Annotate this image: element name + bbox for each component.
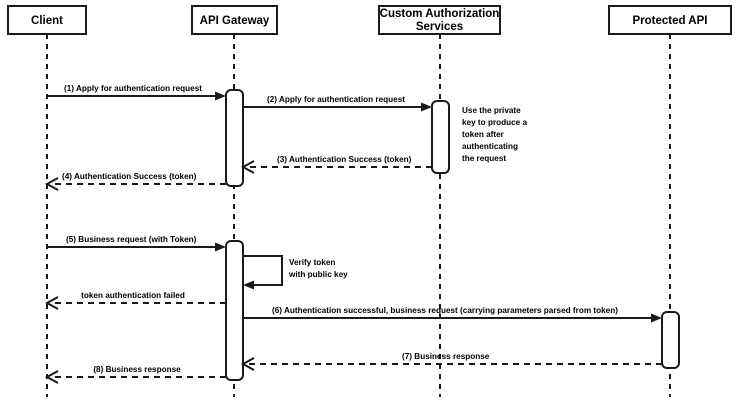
note-line-3: token after xyxy=(462,130,505,139)
participant-box-client[interactable] xyxy=(7,5,87,35)
message-4[interactable]: (4) Authentication Success (token) xyxy=(44,172,226,191)
message-token-auth-failed-arrowhead xyxy=(44,296,59,310)
participant-client[interactable]: Client xyxy=(7,5,87,35)
message-1[interactable]: (1) Apply for authentication request xyxy=(47,84,226,101)
message-3-label: (3) Authentication Success (token) xyxy=(277,155,412,164)
message-5-label: (5) Business request (with Token) xyxy=(66,235,197,244)
activation-gateway-auth xyxy=(225,89,244,187)
message-3[interactable]: (3) Authentication Success (token) xyxy=(240,155,432,174)
message-8-arrowhead xyxy=(44,370,59,384)
message-6-arrowhead xyxy=(651,313,662,323)
message-7-label: (7) Business response xyxy=(402,352,490,361)
message-3-arrowhead xyxy=(240,160,255,174)
message-5-arrowhead xyxy=(215,242,226,252)
participant-label-client: Client xyxy=(31,15,63,27)
participant-api[interactable]: Protected API xyxy=(608,5,732,35)
participant-box-api[interactable] xyxy=(608,5,732,35)
message-5[interactable]: (5) Business request (with Token) xyxy=(47,235,226,252)
message-8-label: (8) Business response xyxy=(93,365,181,374)
activation-authsvc xyxy=(431,100,450,174)
message-self-verify-token[interactable]: Verify token with public key xyxy=(243,255,348,290)
message-self-verify-arrowhead xyxy=(243,280,254,290)
note-line-1: Use the private xyxy=(462,106,521,115)
participant-label-authsvc-line2: Services xyxy=(416,21,463,33)
note-line-5: the request xyxy=(462,154,506,163)
activation-gateway-business xyxy=(225,240,244,381)
message-2[interactable]: (2) Apply for authentication request xyxy=(243,95,432,112)
participant-authsvc[interactable]: Custom Authorization Services xyxy=(378,5,501,35)
note-line-2: key to produce a xyxy=(462,118,528,127)
participant-label-gateway: API Gateway xyxy=(200,15,270,27)
participant-box-gateway[interactable] xyxy=(191,5,278,35)
message-6-label: (6) Authentication successful, business … xyxy=(272,306,618,315)
message-self-verify-label-line2: with public key xyxy=(288,270,348,279)
message-4-arrowhead xyxy=(44,177,59,191)
participant-label-authsvc-line1: Custom Authorization xyxy=(380,8,500,20)
message-4-label: (4) Authentication Success (token) xyxy=(62,172,197,181)
message-self-verify-line xyxy=(243,255,283,286)
message-token-auth-failed[interactable]: token authentication failed xyxy=(44,291,226,310)
message-1-arrowhead xyxy=(215,91,226,101)
message-7[interactable]: (7) Business response xyxy=(240,352,662,371)
message-7-arrowhead xyxy=(240,357,255,371)
note-line-4: authenticating xyxy=(462,142,518,151)
message-2-label: (2) Apply for authentication request xyxy=(267,95,405,104)
activation-protected-api xyxy=(661,311,680,369)
participant-box-authsvc[interactable] xyxy=(378,5,501,35)
note-private-key: Use the private key to produce a token a… xyxy=(462,106,528,163)
message-2-arrowhead xyxy=(421,102,432,112)
message-self-verify-label-line1: Verify token xyxy=(289,258,335,267)
participant-headers: Client API Gateway Custom Authorization … xyxy=(7,5,732,35)
message-8[interactable]: (8) Business response xyxy=(44,365,226,384)
activation-bars xyxy=(225,89,680,381)
participant-gateway[interactable]: API Gateway xyxy=(191,5,278,35)
participant-label-api: Protected API xyxy=(633,15,708,27)
message-6[interactable]: (6) Authentication successful, business … xyxy=(243,306,662,323)
message-1-label: (1) Apply for authentication request xyxy=(64,84,202,93)
message-token-auth-failed-label: token authentication failed xyxy=(81,291,185,300)
